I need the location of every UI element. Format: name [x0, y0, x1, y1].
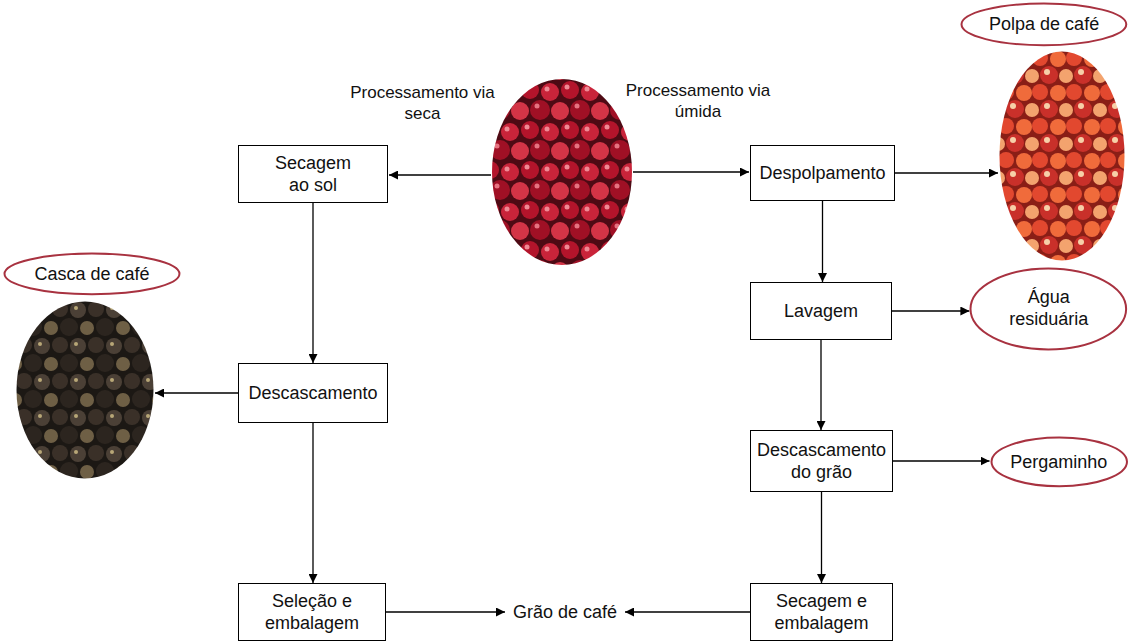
process-box: Despolpamento [750, 145, 895, 201]
flow-arrow [892, 310, 969, 311]
process-arrow [389, 174, 491, 175]
flow-arrow [625, 611, 750, 612]
node-text: Seleção e embalagem [245, 590, 379, 634]
node-text: Despolpamento [759, 162, 885, 184]
node-text: Grão de café [513, 601, 617, 623]
node-text: Descascamento do grão [757, 439, 886, 483]
flow-arrow [893, 460, 990, 461]
process-box: Secagem e embalagem [750, 583, 893, 641]
flow-arrow [312, 423, 313, 583]
flow-arrow [895, 172, 998, 173]
flow-arrow [312, 203, 313, 363]
process-box: Descascamento do grão [750, 430, 893, 492]
node-text: Pergaminho [1010, 451, 1107, 473]
photo-illustration [15, 300, 155, 480]
process-arrow [633, 171, 749, 172]
photo-ellipse: Casca de café [15, 300, 155, 480]
output-ellipse: Água residuária [969, 267, 1128, 351]
photo-illustration [998, 50, 1126, 262]
flow-arrow [822, 201, 823, 282]
process-box: Secagem ao sol [238, 145, 388, 203]
heading-ellipse: Polpa de café [960, 2, 1128, 47]
flow-arrow [386, 611, 505, 612]
node-text: Secagem e embalagem [757, 590, 886, 634]
ellipse-outline [991, 438, 1126, 487]
process-route-label: Processamento via seca [350, 82, 495, 124]
ellipse-outline [969, 267, 1128, 351]
flow-arrow [155, 392, 238, 393]
node-text: Descascamento [248, 382, 377, 404]
photo-ellipse: Polpa de café [998, 50, 1126, 262]
heading-outline [5, 254, 180, 295]
node-text: Secagem ao sol [268, 152, 358, 196]
process-box: Seleção e embalagem [238, 583, 386, 641]
photo-illustration [1000, 52, 1125, 261]
node-text: Lavagem [784, 300, 858, 322]
flow-arrow [820, 340, 821, 430]
process-route-label: Processamento via úmida [623, 80, 773, 122]
node-text: Polpa de café [989, 13, 1099, 35]
process-box: Descascamento [238, 363, 388, 423]
output-ellipse: Pergaminho [990, 436, 1128, 488]
product-label: Grão de café [505, 597, 625, 627]
photo-illustration [17, 302, 154, 479]
node-text: Casca de café [34, 263, 149, 285]
heading-ellipse: Casca de café [3, 252, 181, 296]
process-box: Lavagem [750, 282, 892, 340]
node-text: Água residuária [999, 286, 1099, 330]
coffee-cherries-photo [492, 79, 632, 265]
heading-outline [962, 4, 1127, 46]
flow-arrow [821, 492, 822, 583]
ellipse-outline [971, 268, 1127, 349]
